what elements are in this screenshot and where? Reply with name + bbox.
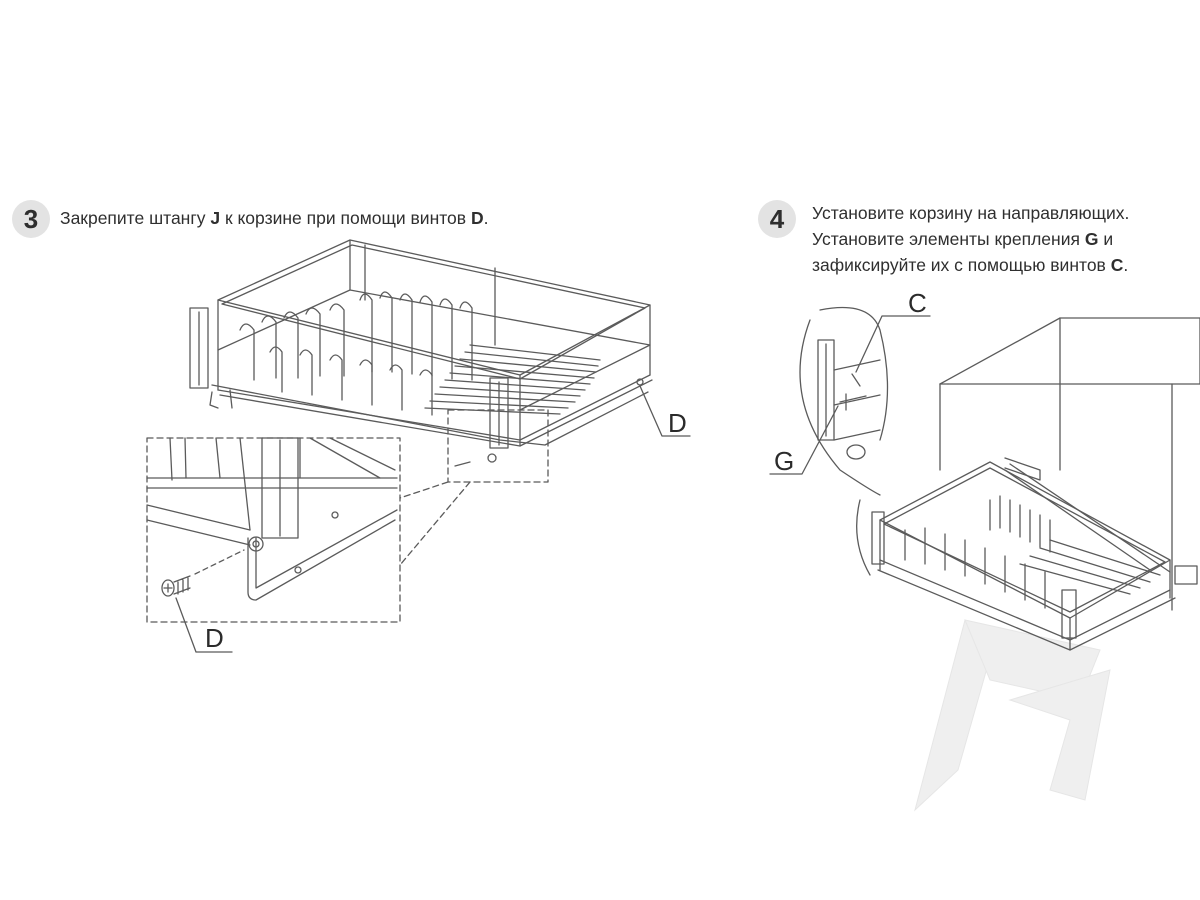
step-4-line-2: Установите элементы крепления G и [812,229,1114,249]
step-3-instruction: Закрепите штангу J к корзине при помощи … [60,208,489,228]
step-4-line-1: Установите корзину на направляющих. [812,203,1130,223]
label-d-top: D [668,408,687,438]
key-g: G [1084,229,1099,249]
step-4-badge: 4 [758,200,796,238]
step-4-drawing [769,306,1200,651]
brand-logo-icon [914,619,1111,812]
key-c: C [1110,255,1124,275]
label-g: G [774,446,795,476]
step-4-instruction: Установите корзину на направляющих. Уста… [812,200,1129,278]
step-3-callout-box [447,409,549,483]
step-3-badge: 3 [12,200,50,238]
key-j: J [210,208,221,228]
step-3-number: 3 [23,203,39,234]
step-4-line-3: зафиксируйте их с помощью винтов C. [812,255,1129,275]
label-d-bottom: D [205,623,224,653]
key-d: D [470,208,484,228]
label-c: C [908,288,927,318]
step-3-basket-drawing [189,239,691,467]
step-3-detail-drawing [146,437,401,653]
step-4-number: 4 [769,203,785,234]
